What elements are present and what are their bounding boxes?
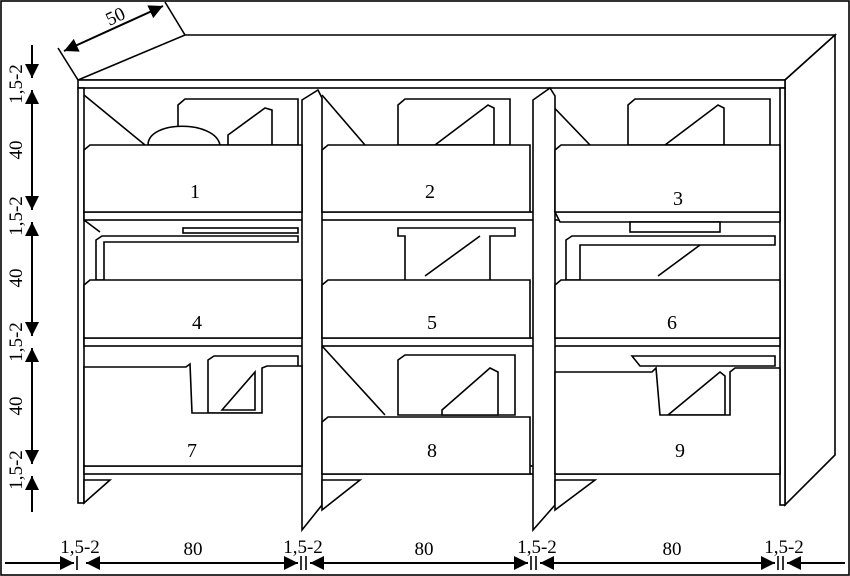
width-dimensions: 1,5-2 80 1,5-2 80 1,5-2 80 1,5-2: [5, 537, 845, 570]
depth-label: 50: [103, 3, 129, 30]
dim-label: 1,5-2: [6, 196, 27, 236]
dim-label: 1,5-2: [60, 537, 100, 558]
drawer-label: 4: [192, 312, 202, 334]
dim-label: 40: [6, 269, 27, 288]
dim-label: 40: [6, 397, 27, 416]
drawer-3: [554, 144, 781, 213]
drawer-1: [83, 144, 303, 213]
dim-label: 1,5-2: [283, 537, 323, 558]
drawer-label: 9: [675, 440, 685, 462]
dim-label: 1,5-2: [6, 322, 27, 362]
drawer-4: [83, 279, 303, 339]
dim-label: 80: [184, 539, 203, 560]
drawer-label: 5: [427, 312, 437, 334]
dim-label: 1,5-2: [6, 450, 27, 490]
drawer-label: 7: [187, 440, 197, 462]
shelf-2: [83, 337, 781, 347]
dim-label: 80: [663, 539, 682, 560]
drawer-9: [554, 366, 781, 475]
drawer-label: 8: [427, 440, 437, 462]
dim-label: 1,5-2: [517, 537, 557, 558]
drawer-label: 3: [673, 188, 683, 210]
dim-label: 80: [415, 539, 434, 560]
dim-label: 1,5-2: [764, 537, 804, 558]
height-dimensions: 1,5-2 40 1,5-2 40 1,5-2 40 1,5-2: [6, 45, 39, 512]
dim-label: 1,5-2: [6, 64, 27, 104]
drawer-8: [321, 416, 531, 475]
drawer-label: 2: [425, 181, 435, 203]
drawer-5: [321, 279, 531, 339]
dim-label: 40: [6, 141, 27, 160]
drawer-2: [321, 144, 531, 213]
drawer-7: [83, 362, 303, 467]
drawer-fronts: [83, 144, 781, 475]
drawer-label: 6: [667, 312, 677, 334]
drawer-label: 1: [190, 181, 200, 203]
drawer-6: [554, 279, 781, 339]
